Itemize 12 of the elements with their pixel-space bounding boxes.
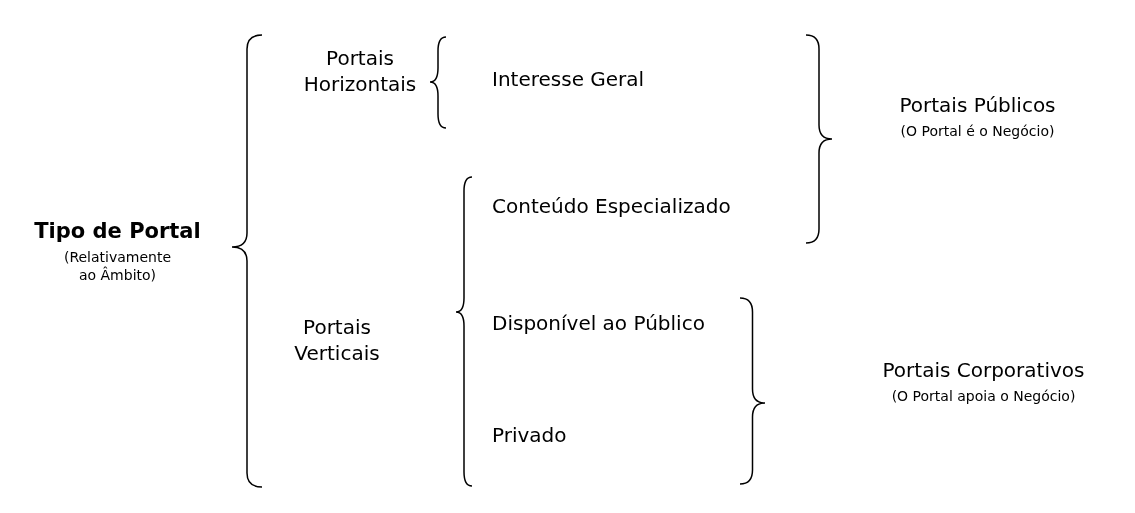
description-text: (O Portal é o Negócio) [899, 122, 1056, 140]
category-label: Portais Públicos [898, 92, 1057, 118]
category-label: Portais Corporativos [881, 357, 1086, 383]
description-text: (Relativamente ao Âmbito) [62, 248, 173, 284]
category-label: Tipo de Portal [33, 218, 202, 244]
description-text: (O Portal apoia o Negócio) [890, 387, 1077, 405]
category-label: Disponível ao Público [492, 310, 705, 336]
category-label: Interesse Geral [492, 66, 645, 92]
category-label: Conteúdo Especializado [492, 193, 731, 219]
category-label: Portais Verticais [262, 314, 412, 366]
category-label: Portais Horizontais [285, 45, 435, 97]
category-label: Privado [492, 422, 567, 448]
